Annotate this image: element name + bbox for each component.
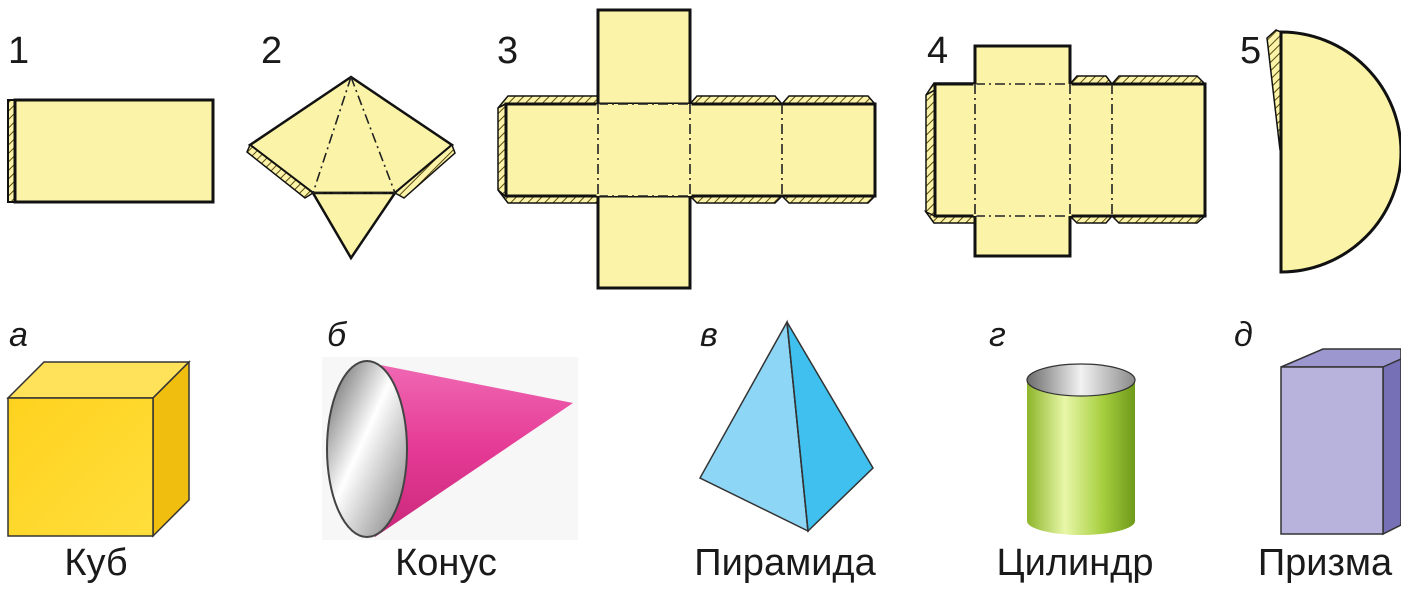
solid-letter-a: а (9, 316, 28, 354)
solid-name-cube: Куб (64, 542, 128, 584)
solid-name-pyramid: Пирамида (694, 542, 876, 584)
net-2-cone (246, 75, 456, 261)
solid-letter-d: д (1234, 316, 1253, 354)
solid-name-prism: Призма (1257, 542, 1393, 584)
cone-solid (322, 357, 578, 540)
cylinder-solid (1026, 363, 1136, 535)
net-number-1: 1 (8, 30, 30, 72)
solid-letter-b: б (327, 316, 347, 354)
net-3-cube-cross (497, 8, 877, 290)
solid-letter-v: в (700, 316, 718, 354)
net-4-prism (923, 44, 1207, 258)
net-number-5: 5 (1240, 30, 1262, 72)
solid-letter-g: г (989, 316, 1006, 354)
net-5-half-disc (1266, 29, 1401, 274)
net-number-2: 2 (261, 30, 283, 72)
solid-name-cylinder: Цилиндр (996, 542, 1154, 584)
net-1-rectangle (7, 98, 215, 204)
pyramid-solid (698, 319, 874, 533)
net-number-3: 3 (497, 30, 519, 72)
cube-solid (6, 360, 191, 538)
solid-name-cone: Конус (395, 542, 497, 584)
prism-solid (1280, 348, 1401, 536)
net-number-4: 4 (927, 30, 949, 72)
